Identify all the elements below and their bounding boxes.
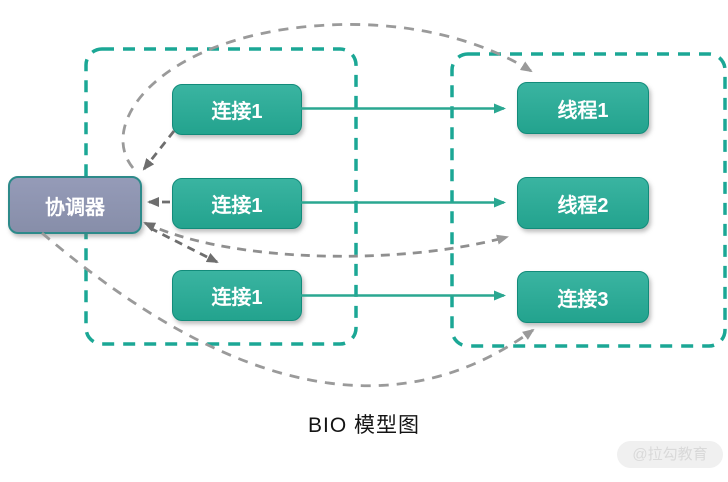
connection-node-3-label: 连接1 [211,287,263,309]
thread-node-1: 线程1 [517,82,649,134]
thread-node-3-label: 连接3 [557,288,609,311]
diagram-title: BIO 模型图 [307,414,420,437]
connection-node-2: 连接1 [172,178,302,229]
thread-node-2: 线程2 [517,177,649,229]
connection-node-2-label: 连接1 [211,195,263,217]
coordinator-label: 协调器 [45,196,105,219]
thread-node-3: 连接3 [517,271,649,323]
connection-node-3: 连接1 [172,270,302,321]
thread-node-2-label: 线程2 [557,194,609,217]
connection-node-1: 连接1 [172,84,302,135]
watermark-badge: @拉勾教育 [617,441,723,468]
threads-group-border [450,52,727,348]
connection-node-1-label: 连接1 [211,101,263,123]
coordinator-node: 协调器 [8,176,142,234]
thread-node-1-label: 线程1 [557,99,609,122]
